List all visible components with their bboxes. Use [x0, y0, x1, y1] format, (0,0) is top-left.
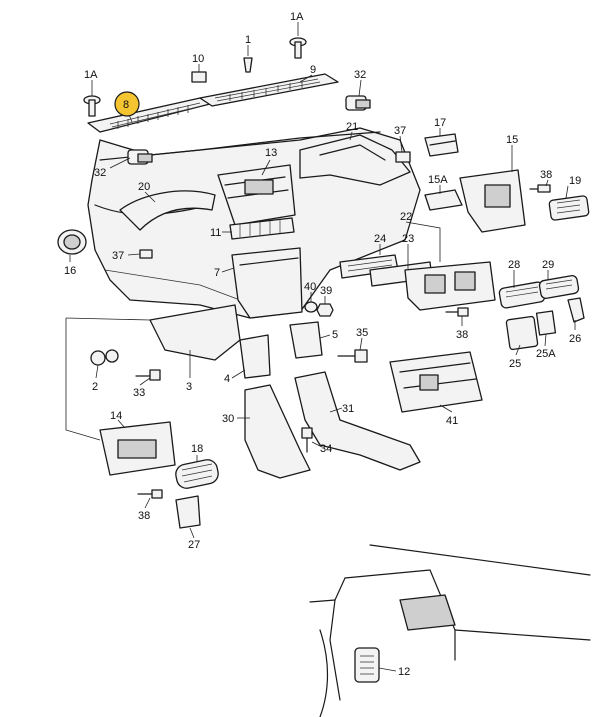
label-1A-left: 1A	[84, 69, 98, 81]
highlight-badge-8: 8	[114, 91, 140, 117]
vent-28	[498, 281, 546, 309]
label-24: 24	[374, 233, 386, 245]
module-41	[389, 351, 483, 413]
switch-17	[424, 133, 459, 157]
label-20: 20	[138, 181, 150, 193]
clip-right	[395, 151, 411, 163]
bezel-15	[459, 169, 526, 233]
defroster-vent-strip	[87, 73, 339, 133]
label-37-top: 37	[394, 125, 406, 137]
screw-38-bottom	[137, 489, 163, 499]
label-35: 35	[356, 327, 368, 339]
lower-grille	[229, 217, 295, 240]
car-body-inset	[309, 544, 591, 717]
label-4: 4	[224, 373, 230, 385]
bracket-4	[239, 334, 271, 379]
label-19: 19	[569, 175, 581, 187]
label-40: 40	[304, 281, 316, 293]
label-28: 28	[508, 259, 520, 271]
label-1A-top: 1A	[290, 11, 304, 23]
label-10: 10	[192, 53, 204, 65]
vent-29	[538, 274, 580, 300]
label-1: 1	[245, 34, 251, 46]
label-25: 25	[509, 358, 521, 370]
label-38-bottom: 38	[138, 510, 150, 522]
screw-38-mid	[445, 307, 469, 317]
label-17: 17	[434, 117, 446, 129]
label-23: 23	[402, 233, 414, 245]
label-13: 13	[265, 147, 277, 159]
sensor-32-right	[345, 95, 371, 111]
part-labels: 1A 1A 1 8 9 10 32 32 13 21 37 17 15 38 1…	[64, 11, 581, 678]
left-air-duct	[119, 190, 216, 231]
label-38-right: 38	[540, 169, 552, 181]
label-32-left: 32	[94, 167, 106, 179]
screw-38-right	[529, 184, 551, 193]
clip-2	[90, 349, 119, 366]
cover-27	[175, 495, 201, 529]
label-33: 33	[133, 387, 145, 399]
clip-left	[139, 249, 153, 259]
duct-30	[244, 384, 311, 479]
label-26: 26	[569, 333, 581, 345]
label-39: 39	[320, 285, 332, 297]
label-31: 31	[342, 403, 354, 415]
label-30: 30	[222, 413, 234, 425]
sensor-32-left	[127, 149, 153, 165]
label-8: 8	[123, 99, 129, 111]
label-9: 9	[310, 64, 316, 76]
leader-lines	[65, 22, 576, 672]
label-2: 2	[92, 381, 98, 393]
label-32-top: 32	[354, 69, 366, 81]
side-vent-19	[548, 195, 590, 221]
label-15A: 15A	[428, 174, 448, 186]
label-18: 18	[191, 443, 203, 455]
screw-34	[301, 427, 313, 453]
lower-panel-3	[149, 304, 241, 361]
label-7: 7	[214, 267, 220, 279]
label-12: 12	[398, 666, 410, 678]
label-41: 41	[446, 415, 458, 427]
label-22: 22	[400, 211, 412, 223]
screw-33	[135, 369, 161, 381]
label-37-left: 37	[112, 250, 124, 262]
bracket-5	[289, 321, 323, 359]
washer-40	[304, 301, 318, 313]
screw-1	[243, 57, 253, 73]
label-27: 27	[188, 539, 200, 551]
label-5: 5	[332, 329, 338, 341]
label-29: 29	[542, 259, 554, 271]
panel-25	[505, 315, 539, 351]
label-15: 15	[506, 134, 518, 146]
clip-1A-top	[289, 37, 307, 59]
screw-35	[337, 349, 368, 363]
label-25A: 25A	[536, 348, 556, 360]
round-vent-left	[57, 229, 87, 255]
vent-18	[175, 459, 219, 489]
label-21: 21	[346, 121, 358, 133]
side-vent-12	[354, 647, 380, 683]
label-3: 3	[186, 381, 192, 393]
panel-25A	[535, 310, 557, 336]
nut-39	[316, 303, 334, 317]
bracket-15A	[424, 189, 463, 211]
clip-10	[191, 71, 207, 83]
center-console-duct	[231, 247, 303, 319]
switch-block-14	[99, 421, 176, 476]
center-vent-assembly-22	[404, 261, 496, 311]
center-air-duct	[299, 134, 411, 186]
label-14: 14	[110, 410, 122, 422]
label-38-mid: 38	[456, 329, 468, 341]
label-16: 16	[64, 265, 76, 277]
label-11: 11	[210, 227, 221, 239]
label-34: 34	[320, 443, 332, 455]
clip-1A-left	[83, 95, 101, 117]
clip-26	[567, 297, 585, 323]
